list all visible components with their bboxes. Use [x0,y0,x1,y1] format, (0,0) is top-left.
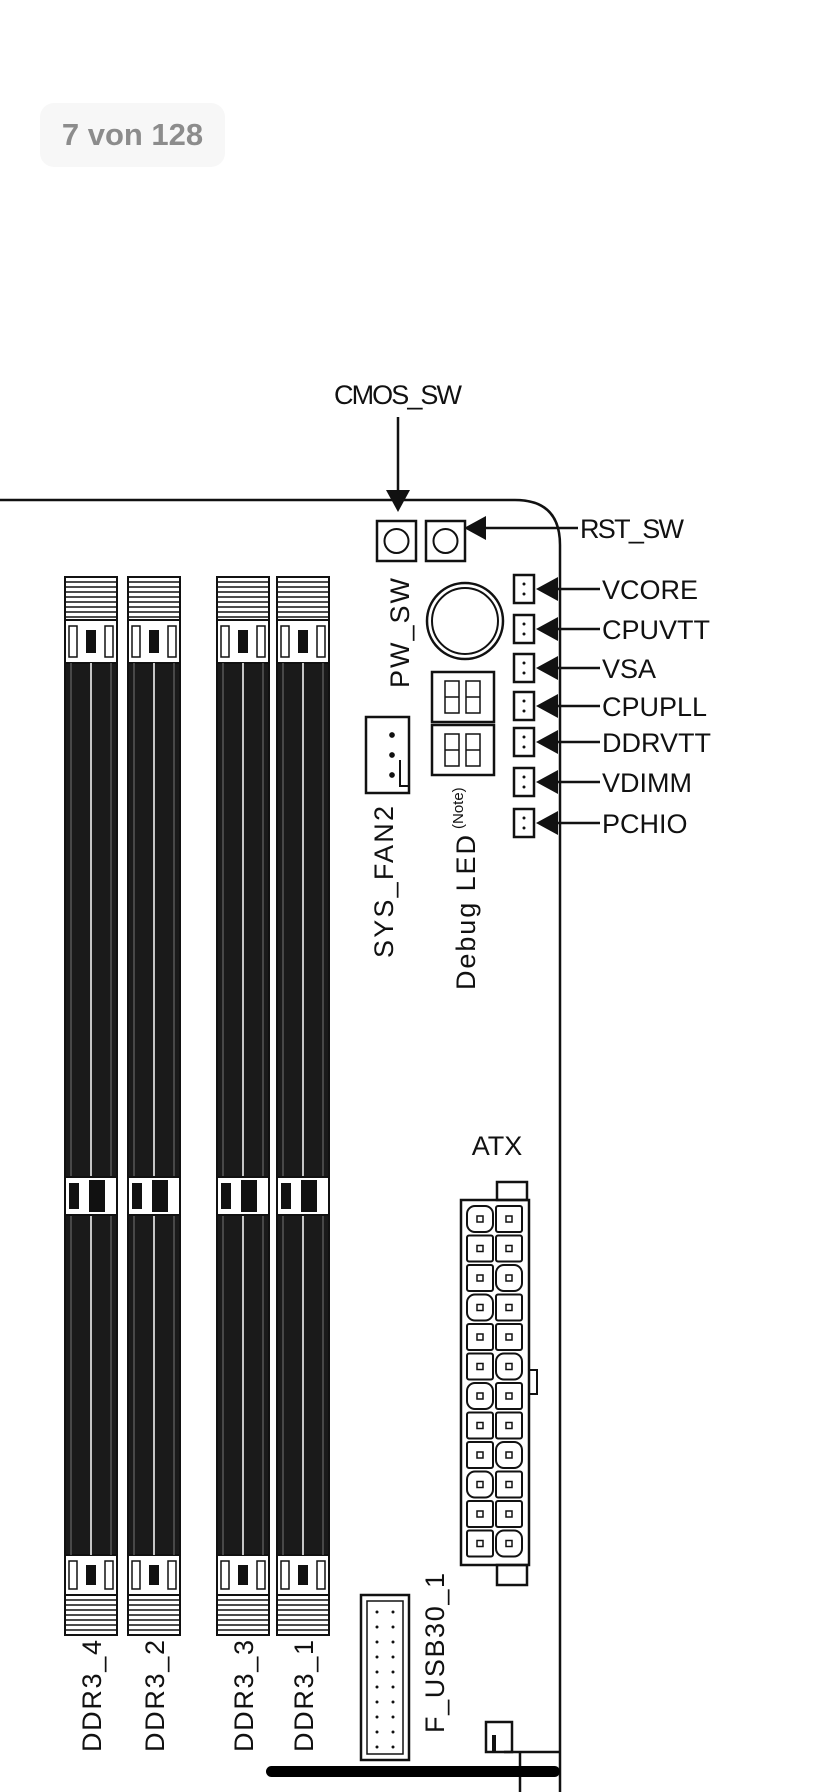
cmos-sw-arrowhead [386,490,410,512]
test-point-label: CPUPLL [602,692,707,722]
usb-header-pin [391,1625,395,1629]
atx-pin [466,1411,494,1440]
atx-pin [466,1500,494,1528]
atx-pin [495,1441,523,1469]
usb-header-pin [375,1685,379,1689]
atx-pin [466,1205,494,1233]
dimm-slot-ddr3_2: DDR3_2 [127,576,181,1752]
pw-sw-label: PW_SW [385,577,415,688]
dimm-slot-ddr3_3: DDR3_3 [216,576,270,1752]
atx-pin [495,1529,523,1558]
atx-pin [466,1264,494,1292]
atx-pin [495,1470,523,1499]
atx-pin [466,1323,494,1351]
dimm-label: DDR3_1 [289,1640,319,1752]
dimm-slot-ddr3_1: DDR3_1 [276,576,330,1752]
home-indicator[interactable] [266,1766,560,1777]
test-point-label: CPUVTT [602,615,710,645]
bottom-connector [484,1720,560,1792]
atx-pin [495,1323,523,1351]
rst-sw-button [424,519,467,563]
test-point-pchio: PCHIO [512,807,688,839]
sys-fan2-label: SYS_FAN2 [369,806,399,958]
atx-connector [459,1180,538,1587]
dimm-slot-ddr3_4: DDR3_4 [64,576,118,1752]
usb-header-pin [375,1670,379,1674]
test-point-label: VDIMM [602,768,692,798]
dimm-label: DDR3_3 [229,1640,259,1752]
rst-sw-arrowhead [464,516,486,540]
test-point-vdimm: VDIMM [512,766,692,798]
sys-fan2-header [364,715,411,795]
usb-header-pin [391,1640,395,1644]
atx-pin [495,1411,523,1440]
f-usb30-header [359,1593,411,1762]
atx-pin [466,1470,494,1499]
atx-pin [466,1352,494,1381]
atx-pin [495,1352,523,1381]
usb-header-pin [391,1745,395,1749]
f-usb30-label: F_USB30_1 [420,1573,450,1733]
usb-header-pin [375,1715,379,1719]
test-point-vcore: VCORE [512,573,698,605]
usb-header-pin [391,1730,395,1734]
atx-pin [466,1529,494,1558]
usb-header-pin [391,1700,395,1704]
atx-pin [495,1205,523,1233]
usb-header-pin [375,1655,379,1659]
atx-pin [466,1293,494,1322]
debug-led-note: (Note) [450,787,467,829]
usb-header-pin [375,1625,379,1629]
atx-pin [466,1441,494,1469]
page-indicator: 7 von 128 [40,103,225,167]
test-point-vsa: VSA [512,652,656,684]
usb-header-pin [391,1670,395,1674]
usb-header-pin [375,1610,379,1614]
test-point-ddrvtt: DDRVTT [512,726,711,758]
debug-led-display [430,670,496,777]
atx-label: ATX [472,1131,523,1161]
cmos-sw-label: CMOS_SW [334,380,463,410]
usb-header-pin [391,1715,395,1719]
test-point-cpuvtt: CPUVTT [512,613,710,645]
usb-header-pin [375,1640,379,1644]
cmos-sw-button [375,519,418,563]
usb-header-pin [391,1685,395,1689]
debug-led-label: Debug LED [451,835,481,990]
board-outline [0,498,562,1792]
dimm-label: DDR3_4 [77,1640,107,1752]
test-point-label: PCHIO [602,809,688,839]
pw-sw-button [425,581,505,661]
rst-sw-label: RST_SW [580,514,685,544]
atx-pin [466,1382,494,1410]
usb-header-pin [391,1610,395,1614]
usb-header-pin [375,1745,379,1749]
atx-pin [466,1234,494,1263]
atx-pin [495,1234,523,1263]
atx-pin [495,1264,523,1292]
usb-header-pin [375,1700,379,1704]
atx-pin [495,1382,523,1410]
usb-header-pin [391,1655,395,1659]
atx-pin [495,1500,523,1528]
test-point-cpupll: CPUPLL [512,690,707,722]
usb-header-pin [375,1730,379,1734]
atx-pin [495,1293,523,1322]
dimm-label: DDR3_2 [140,1640,170,1752]
test-point-label: DDRVTT [602,728,711,758]
test-point-label: VSA [602,654,656,684]
test-point-label: VCORE [602,575,698,605]
